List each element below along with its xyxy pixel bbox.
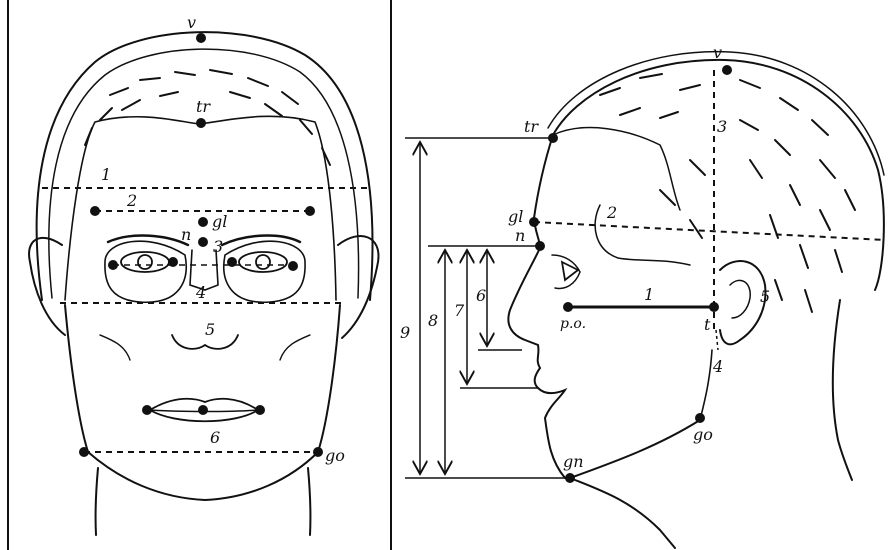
front-label-2: 2 xyxy=(126,191,137,210)
front-dot-mouth-mid xyxy=(198,405,208,415)
front-dot-go-right xyxy=(313,447,323,457)
side-line-4 xyxy=(716,330,718,350)
front-head-outline xyxy=(37,32,373,300)
side-label-3: 3 xyxy=(717,117,727,136)
front-right-iris xyxy=(256,255,270,269)
side-label-8: 8 xyxy=(428,311,438,330)
side-label-9: 9 xyxy=(400,323,410,342)
side-neck-back xyxy=(700,350,712,420)
front-neck-right xyxy=(308,468,310,535)
front-left-cheek xyxy=(100,335,130,360)
front-label-tr: tr xyxy=(196,97,211,116)
front-dot-eye-4 xyxy=(288,261,298,271)
front-dot-tr xyxy=(196,118,206,128)
front-left-iris xyxy=(138,255,152,269)
side-label-n: n xyxy=(515,226,525,245)
front-label-n: n xyxy=(181,225,191,244)
side-nape xyxy=(833,300,852,480)
front-dot-eye-3 xyxy=(227,257,237,267)
front-label-5: 5 xyxy=(205,320,215,339)
side-label-5: 5 xyxy=(760,287,770,306)
side-dot-v xyxy=(722,65,732,75)
front-hair-inner xyxy=(49,49,359,298)
front-label-go: go xyxy=(325,446,345,465)
side-neck-front xyxy=(570,478,675,548)
side-label-6: 6 xyxy=(476,286,486,305)
side-label-gn: gn xyxy=(563,452,584,471)
side-label-v: v xyxy=(713,43,722,62)
front-label-4: 4 xyxy=(195,283,206,302)
front-jaw xyxy=(65,305,340,500)
front-dot-n xyxy=(198,237,208,247)
side-dot-t xyxy=(709,302,719,312)
front-dot-eye-2 xyxy=(168,257,178,267)
side-hair-strokes xyxy=(600,74,855,312)
front-dot-eye-1 xyxy=(108,260,118,270)
front-dot-gl xyxy=(198,217,208,227)
front-label-1: 1 xyxy=(101,165,111,184)
side-ear-inner xyxy=(730,280,750,318)
side-hairline xyxy=(553,128,680,210)
side-label-2: 2 xyxy=(606,203,617,222)
front-label-gl: gl xyxy=(212,212,227,231)
side-line-2 xyxy=(534,222,885,240)
side-dot-tr xyxy=(548,133,558,143)
front-label-v: v xyxy=(187,13,196,32)
side-profile xyxy=(508,135,565,478)
front-label-3: 3 xyxy=(213,237,223,256)
side-jaw xyxy=(570,420,700,478)
side-hair-outer xyxy=(548,52,884,175)
side-label-7: 7 xyxy=(454,301,465,320)
side-label-4: 4 xyxy=(712,357,723,376)
side-label-tr: tr xyxy=(524,117,539,136)
front-labels: v tr gl n go 1 2 3 4 5 6 xyxy=(101,13,345,465)
side-view xyxy=(508,52,884,548)
side-label-po: p.o. xyxy=(560,316,586,332)
side-dot-n xyxy=(535,241,545,251)
front-left-ear xyxy=(29,238,65,335)
front-neck-left xyxy=(96,468,98,535)
front-dot-l2-right xyxy=(305,206,315,216)
side-label-t: t xyxy=(704,315,711,334)
front-dot-go-left xyxy=(79,447,89,457)
side-label-go: go xyxy=(693,425,713,444)
front-dot-v xyxy=(196,33,206,43)
front-dot-mouth-left xyxy=(142,405,152,415)
side-landmark-dots xyxy=(529,65,732,483)
front-right-cheek xyxy=(280,335,310,360)
side-ear xyxy=(720,261,765,344)
side-dot-go xyxy=(695,413,705,423)
side-dot-po xyxy=(563,302,573,312)
side-label-gl: gl xyxy=(508,207,523,226)
side-measurement-lines xyxy=(405,70,885,478)
side-dot-gl xyxy=(529,217,539,227)
front-dot-l2-left xyxy=(90,206,100,216)
front-label-6: 6 xyxy=(210,428,220,447)
front-dot-mouth-right xyxy=(255,405,265,415)
side-label-1: 1 xyxy=(644,285,654,304)
side-dot-gn xyxy=(565,473,575,483)
